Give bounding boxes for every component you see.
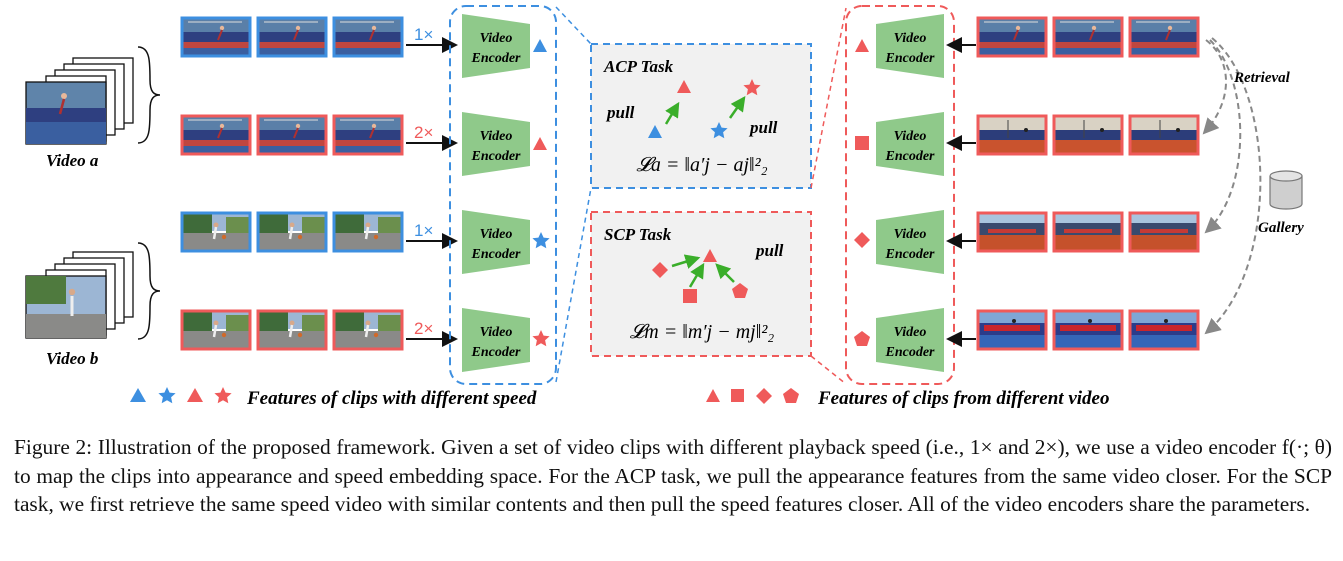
scp-diamond bbox=[652, 262, 668, 278]
clip-row-retrieved-3 bbox=[976, 309, 1200, 351]
video-b-stack bbox=[25, 251, 134, 339]
feature-right-pentagon bbox=[854, 331, 870, 346]
scp-connector-bottom bbox=[810, 355, 847, 385]
svg-text:Video: Video bbox=[894, 227, 927, 242]
clip-row-b-1x bbox=[180, 211, 404, 253]
svg-text:Video: Video bbox=[480, 325, 513, 340]
encoder-left-2: Video Encoder bbox=[462, 112, 530, 176]
encoder-right-3: Video Encoder bbox=[876, 210, 944, 274]
speed-label-row3: 1× bbox=[414, 221, 433, 240]
acp-red-star bbox=[743, 79, 761, 96]
acp-panel bbox=[590, 43, 812, 189]
speed-label-row4: 2× bbox=[414, 319, 433, 338]
acp-connector-top bbox=[555, 6, 592, 45]
scp-pentagon bbox=[732, 283, 748, 298]
clip-row-a-2x bbox=[180, 114, 404, 156]
encoder-right-4: Video Encoder bbox=[876, 308, 944, 372]
video-a-label: Video a bbox=[46, 151, 99, 170]
scp-title: SCP Task bbox=[604, 225, 672, 244]
clip-row-query bbox=[976, 16, 1200, 58]
retrieval-label: Retrieval bbox=[1233, 70, 1291, 86]
speed-label-row1: 1× bbox=[414, 25, 433, 44]
feature-red-triangle bbox=[533, 137, 547, 150]
acp-pull-arrow-left bbox=[664, 101, 680, 125]
scp-pull-arrow-diamond bbox=[671, 254, 701, 269]
scp-formula: 𝓛m = ‖m′j − mj‖²₂ bbox=[630, 321, 775, 343]
feature-red-star bbox=[532, 330, 550, 347]
acp-blue-star bbox=[710, 122, 728, 139]
encoder-left-4: Video Encoder bbox=[462, 308, 530, 372]
svg-text:Video: Video bbox=[480, 227, 513, 242]
encoder-left-3: Video Encoder bbox=[462, 210, 530, 274]
scp-triangle bbox=[703, 249, 717, 262]
scp-pull-arrow-pentagon bbox=[715, 263, 735, 283]
acp-title: ACP Task bbox=[603, 57, 674, 76]
brace-video-b bbox=[137, 242, 161, 340]
speed-label-row2: 2× bbox=[414, 123, 433, 142]
caption-text: Figure 2: Illustration of the proposed f… bbox=[14, 435, 1332, 517]
scp-connector-top bbox=[810, 7, 847, 189]
gallery-database-icon bbox=[1269, 170, 1303, 210]
feature-right-diamond bbox=[854, 232, 870, 248]
feature-blue-triangle bbox=[533, 39, 547, 52]
svg-text:Video: Video bbox=[480, 129, 513, 144]
acp-pull-left: pull bbox=[605, 103, 635, 122]
legend-speed-shapes bbox=[130, 387, 232, 404]
svg-text:Encoder: Encoder bbox=[471, 51, 522, 66]
scp-pull-arrow-square bbox=[688, 262, 705, 288]
scp-panel bbox=[590, 211, 812, 357]
svg-text:Encoder: Encoder bbox=[471, 345, 522, 360]
svg-text:Video: Video bbox=[894, 31, 927, 46]
scp-square bbox=[683, 289, 697, 303]
svg-text:Video: Video bbox=[894, 325, 927, 340]
brace-video-a bbox=[137, 46, 161, 144]
legend-video-shapes bbox=[706, 388, 799, 404]
video-a-stack bbox=[25, 57, 134, 145]
svg-text:Video: Video bbox=[480, 31, 513, 46]
encoder-left-1: Video Encoder bbox=[462, 14, 530, 78]
acp-blue-triangle bbox=[648, 125, 662, 138]
clip-row-retrieved-2 bbox=[976, 211, 1200, 253]
acp-formula: 𝓛a = ‖a′j − aj‖²₂ bbox=[636, 154, 767, 176]
clip-row-retrieved-1 bbox=[976, 114, 1200, 156]
encoder-right-1: Video Encoder bbox=[876, 14, 944, 78]
framework-figure: Video a Video b 1× 2× 1× bbox=[25, 5, 1304, 409]
acp-pull-arrow-right bbox=[728, 95, 746, 119]
feature-right-square bbox=[855, 136, 869, 150]
clip-row-b-2x bbox=[180, 309, 404, 351]
svg-text:Encoder: Encoder bbox=[885, 149, 936, 164]
encoder-right-2: Video Encoder bbox=[876, 112, 944, 176]
feature-right-triangle bbox=[855, 39, 869, 52]
retrieval-arrows bbox=[1202, 37, 1262, 335]
scp-pull: pull bbox=[754, 241, 784, 260]
svg-text:Encoder: Encoder bbox=[471, 247, 522, 262]
feature-blue-star bbox=[532, 232, 550, 249]
figure-caption: Figure 2: Illustration of the proposed f… bbox=[14, 433, 1332, 519]
svg-text:Encoder: Encoder bbox=[885, 247, 936, 262]
clip-row-a-1x bbox=[180, 16, 404, 58]
svg-text:Encoder: Encoder bbox=[885, 345, 936, 360]
svg-text:Video: Video bbox=[894, 129, 927, 144]
acp-red-triangle bbox=[677, 80, 691, 93]
acp-pull-right: pull bbox=[748, 118, 778, 137]
appearance-encoder-group bbox=[449, 5, 557, 385]
svg-text:Encoder: Encoder bbox=[885, 51, 936, 66]
legend-speed-text: Features of clips with different speed bbox=[246, 388, 537, 409]
gallery-label: Gallery bbox=[1258, 220, 1304, 236]
svg-text:Encoder: Encoder bbox=[471, 149, 522, 164]
acp-connector-bottom bbox=[555, 187, 592, 383]
legend-video-text: Features of clips from different video bbox=[817, 388, 1109, 409]
speed-encoder-group bbox=[845, 5, 955, 385]
video-b-label: Video b bbox=[46, 349, 98, 368]
